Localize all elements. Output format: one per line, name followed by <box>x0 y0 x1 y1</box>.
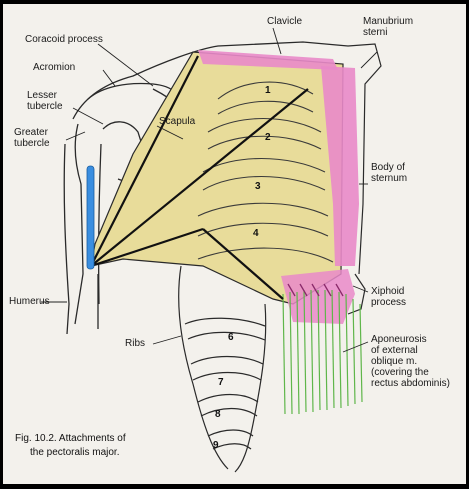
label-humerus: Humerus <box>9 296 50 307</box>
label-ribs: Ribs <box>125 338 145 349</box>
label-aponeurosis-line1: Aponeurosis <box>371 334 450 345</box>
label-body-of-sternum-line1: Body of <box>371 162 407 173</box>
label-xiphoid-line2: process <box>371 297 406 308</box>
label-aponeurosis-line5: rectus abdominis) <box>371 378 450 389</box>
label-lesser-tubercle-line1: Lesser <box>27 90 63 101</box>
textbook-page: 1 2 3 4 6 7 8 9 Coracoid process Clavicl… <box>3 4 466 484</box>
label-body-of-sternum: Body of sternum <box>371 162 407 184</box>
rib-number-7: 7 <box>218 377 224 388</box>
rib-number-3: 3 <box>255 181 261 192</box>
caption-line2: the pectoralis major. <box>15 446 126 460</box>
label-aponeurosis-line3: oblique m. <box>371 356 450 367</box>
label-aponeurosis-line2: of external <box>371 345 450 356</box>
label-manubrium-line1: Manubrium <box>363 16 413 27</box>
label-aponeurosis-line4: (covering the <box>371 367 450 378</box>
label-xiphoid-process: Xiphoid process <box>371 286 406 308</box>
label-lesser-tubercle: Lesser tubercle <box>27 90 63 112</box>
caption-line1: Fig. 10.2. Attachments of <box>15 432 126 446</box>
label-greater-tubercle: Greater tubercle <box>14 127 50 149</box>
label-xiphoid-line1: Xiphoid <box>371 286 406 297</box>
label-body-of-sternum-line2: sternum <box>371 173 407 184</box>
label-clavicle: Clavicle <box>267 16 302 27</box>
label-aponeurosis: Aponeurosis of external oblique m. (cove… <box>371 334 450 389</box>
label-lesser-tubercle-line2: tubercle <box>27 101 63 112</box>
lower-ribs <box>179 266 266 472</box>
label-coracoid-process: Coracoid process <box>25 34 103 45</box>
label-manubrium-line2: sterni <box>363 27 413 38</box>
humerus-attachment <box>87 166 94 269</box>
rib-number-9: 9 <box>213 440 219 451</box>
label-acromion: Acromion <box>33 62 75 73</box>
pectoralis-major-diagram <box>3 4 466 484</box>
label-greater-tubercle-line2: tubercle <box>14 138 50 149</box>
rib-number-8: 8 <box>215 409 221 420</box>
rib-number-2: 2 <box>265 132 271 143</box>
label-manubrium-sterni: Manubrium sterni <box>363 16 413 38</box>
label-scapula: Scapula <box>159 116 195 127</box>
label-greater-tubercle-line1: Greater <box>14 127 50 138</box>
rib-number-4: 4 <box>253 228 259 239</box>
rib-number-6: 6 <box>228 332 234 343</box>
figure-caption: Fig. 10.2. Attachments of the pectoralis… <box>15 432 126 460</box>
rib-number-1: 1 <box>265 85 271 96</box>
